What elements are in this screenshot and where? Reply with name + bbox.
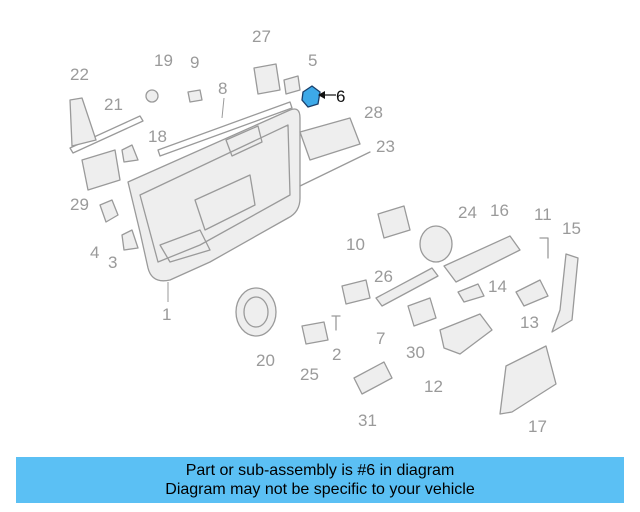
label-7: 7 xyxy=(376,329,385,348)
part-13 xyxy=(515,279,549,307)
label-31: 31 xyxy=(358,411,377,430)
label-6: 6 xyxy=(336,87,345,106)
part-15 xyxy=(551,253,579,333)
part-11 xyxy=(539,237,549,259)
label-17: 17 xyxy=(528,417,547,436)
label-19: 19 xyxy=(154,51,173,70)
part-28 xyxy=(299,117,361,161)
label-25: 25 xyxy=(300,365,319,384)
label-3: 3 xyxy=(108,253,117,272)
caption-banner: Part or sub-assembly is #6 in diagram Di… xyxy=(16,457,624,503)
part-26 xyxy=(341,279,371,305)
label-29: 29 xyxy=(70,195,89,214)
part-5 xyxy=(283,75,301,95)
label-24: 24 xyxy=(458,203,477,222)
part-9 xyxy=(187,89,203,103)
part-7 xyxy=(375,267,439,307)
label-10: 10 xyxy=(346,235,365,254)
label-2: 2 xyxy=(332,345,341,364)
part-19 xyxy=(145,89,159,103)
label-14: 14 xyxy=(488,277,507,296)
part-16 xyxy=(443,235,521,283)
part-corner-trim xyxy=(69,97,97,147)
part-speaker-20 xyxy=(235,287,277,337)
label-23: 23 xyxy=(376,137,395,156)
label-16: 16 xyxy=(490,201,509,220)
label-20: 20 xyxy=(256,351,275,370)
part-door-panel xyxy=(127,108,301,302)
part-clip-3 xyxy=(121,229,139,251)
part-31 xyxy=(353,361,393,395)
part-weatherstrip xyxy=(157,101,293,157)
label-13: 13 xyxy=(520,313,539,332)
part-rod-23 xyxy=(299,151,371,187)
label-21: 21 xyxy=(104,95,123,114)
part-12 xyxy=(439,313,493,355)
part-17 xyxy=(499,345,557,415)
part-18 xyxy=(121,144,139,163)
part-30 xyxy=(407,297,437,327)
caption-line-2: Diagram may not be specific to your vehi… xyxy=(165,481,475,498)
part-clip-4 xyxy=(99,199,119,223)
label-22: 22 xyxy=(70,65,89,84)
label-4: 4 xyxy=(90,243,99,262)
part-27 xyxy=(253,63,281,95)
part-10 xyxy=(377,205,411,239)
part-strip-21 xyxy=(69,115,144,154)
part-25 xyxy=(301,321,329,345)
caption-line-1: Part or sub-assembly is #6 in diagram xyxy=(185,462,455,479)
parts-diagram: 22 21 19 9 27 5 6 8 18 28 23 29 4 3 24 1… xyxy=(69,27,581,436)
part-14 xyxy=(457,283,485,303)
label-18: 18 xyxy=(148,127,167,146)
part-switch-29 xyxy=(81,149,121,191)
label-30: 30 xyxy=(406,343,425,362)
label-26: 26 xyxy=(374,267,393,286)
label-12: 12 xyxy=(424,377,443,396)
part-screw-2 xyxy=(331,315,341,331)
label-27: 27 xyxy=(252,27,271,46)
label-15: 15 xyxy=(562,219,581,238)
label-9: 9 xyxy=(190,53,199,72)
label-5: 5 xyxy=(308,51,317,70)
label-8: 8 xyxy=(218,79,227,98)
part-6-highlighted xyxy=(301,85,321,108)
label-28: 28 xyxy=(364,103,383,122)
label-1: 1 xyxy=(162,305,171,324)
label-11: 11 xyxy=(534,205,552,224)
part-24 xyxy=(419,225,453,263)
